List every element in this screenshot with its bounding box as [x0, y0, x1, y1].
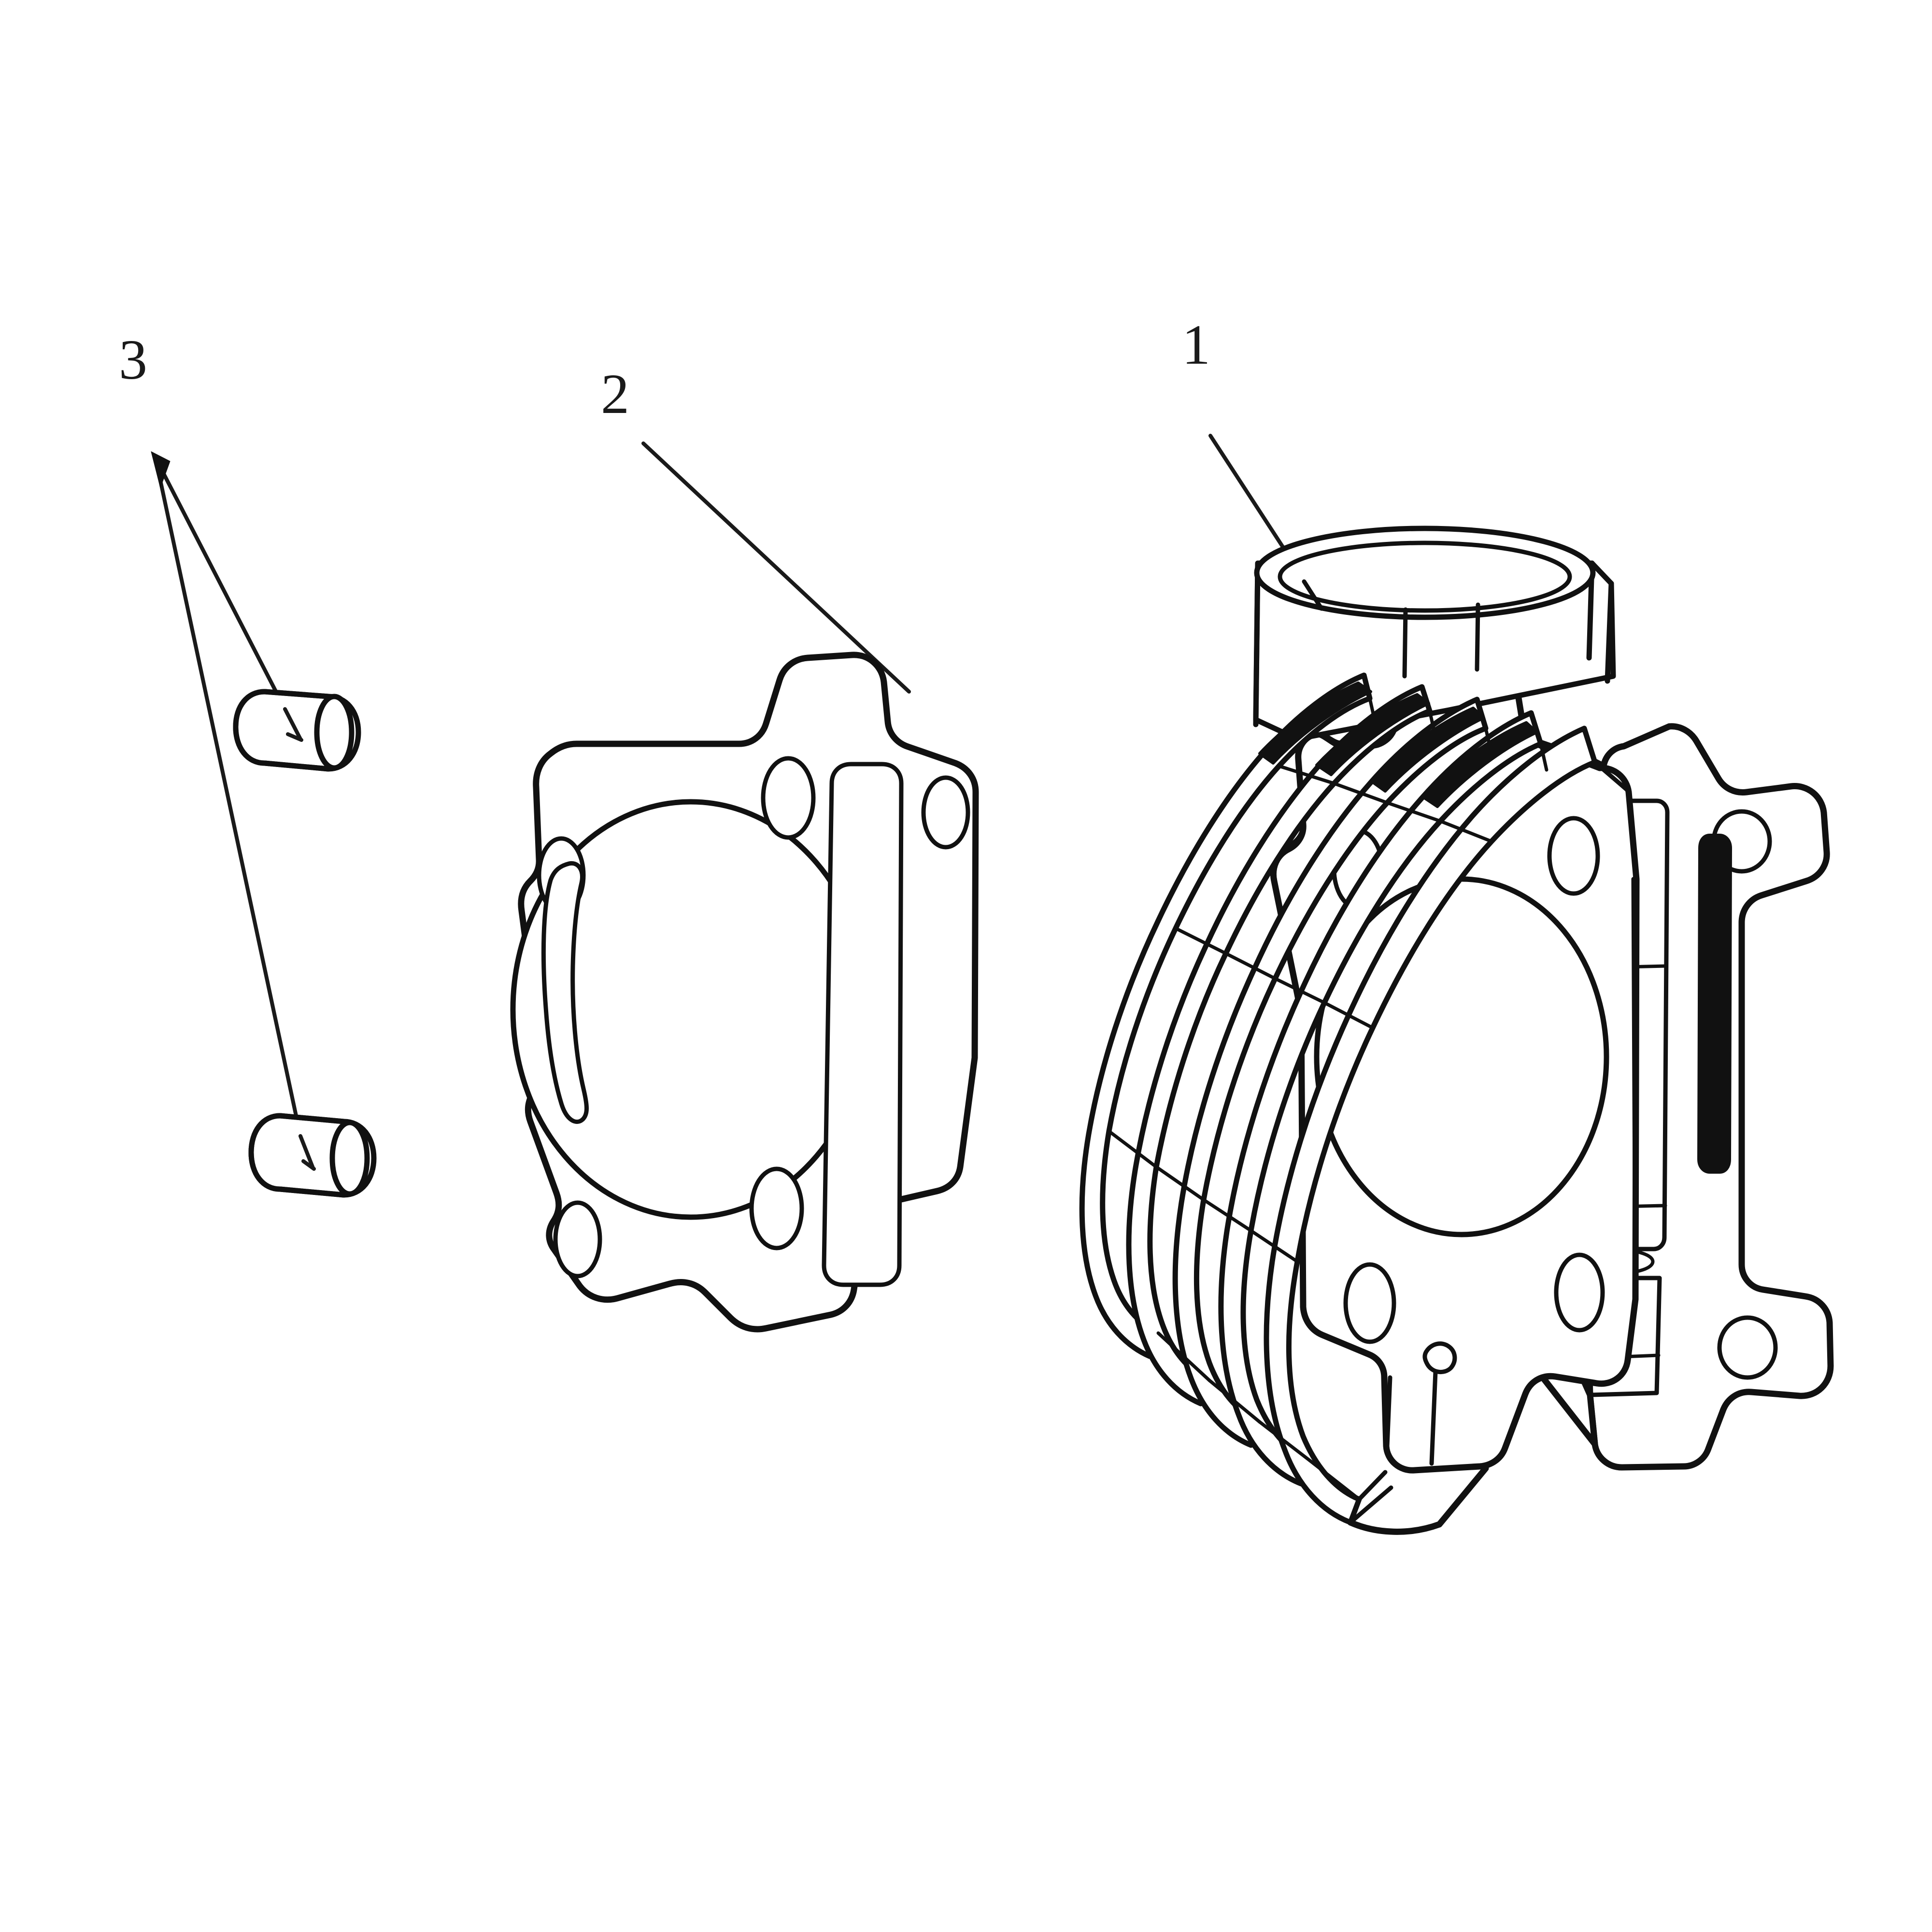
- callout-label-1: 1: [1182, 313, 1210, 376]
- cylinder-gasket: [510, 652, 979, 1333]
- cylinder-block: [1079, 526, 1834, 1535]
- leader-line-2: [641, 441, 911, 694]
- leader-line-3: [151, 451, 302, 1138]
- callout-label-2: 2: [601, 362, 629, 426]
- dowel-pin-upper: [233, 689, 361, 772]
- dowel-pin-lower: [248, 1113, 377, 1198]
- callout-label-3: 3: [119, 328, 147, 391]
